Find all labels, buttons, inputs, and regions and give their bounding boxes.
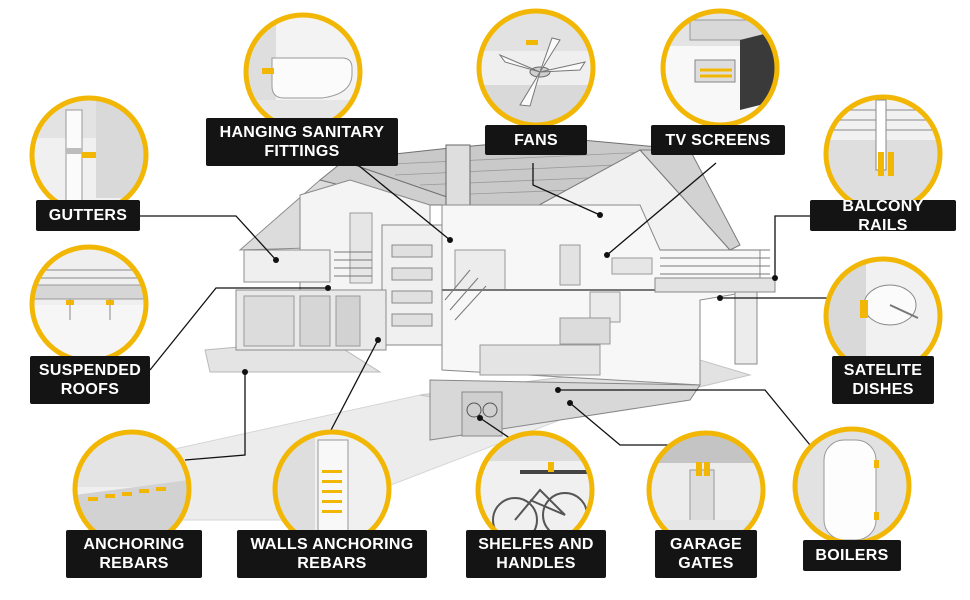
label-text: GUTTERS [48, 207, 128, 224]
label-line: REBARS [297, 555, 367, 572]
fan-detail-icon [476, 8, 596, 128]
label-gutters: GUTTERS [36, 200, 140, 231]
label-line: FITTINGS [264, 143, 340, 160]
label-hanging-sanitary-fittings: HANGING SANITARY FITTINGS [206, 118, 398, 166]
label-line: ANCHORING [83, 536, 185, 553]
label-line: SHELFES AND [478, 536, 594, 553]
label-line: REBARS [99, 555, 169, 572]
label-line: HANDLES [496, 555, 576, 572]
connector-dots [242, 212, 778, 421]
connector-walls-anchoring-rebars [329, 339, 379, 433]
anchoring-rebar-detail-icon [72, 429, 192, 549]
connector-suspended-roofs [149, 287, 328, 371]
connector-tv-screens [606, 162, 717, 256]
label-text: FANS [514, 131, 558, 149]
label-line: GARAGE [669, 536, 743, 553]
label-boilers: BOILERS [803, 540, 901, 571]
balcony-rail-detail-icon [823, 94, 943, 214]
label-text: BOILERS [815, 547, 889, 564]
label-text: TV SCREENS [665, 131, 771, 149]
connector-gutters [140, 215, 277, 261]
label-line: ROOFS [60, 381, 120, 398]
connector-boilers [558, 389, 811, 446]
label-line: GATES [678, 555, 734, 572]
label-shelfes-and-handles: SHELFES AND HANDLES [466, 530, 606, 578]
boiler-detail-icon [792, 426, 912, 546]
label-suspended-roofs: SUSPENDED ROOFS [30, 356, 150, 404]
label-line: HANGING SANITARY [219, 124, 385, 141]
label-fans: FANS [485, 125, 587, 155]
connector-anchoring-rebars [184, 372, 246, 461]
connector-balcony-rails [774, 215, 810, 278]
connector-hanging-sanitary [357, 164, 451, 241]
label-line: WALLS ANCHORING [250, 536, 414, 553]
label-garage-gates: GARAGE GATES [655, 530, 757, 578]
label-anchoring-rebars: ANCHORING REBARS [66, 530, 202, 578]
label-line: DISHES [852, 381, 914, 398]
suspended-roof-detail-icon [29, 244, 149, 364]
label-balcony-rails: BALCONY RAILS [810, 198, 956, 234]
label-walls-anchoring-rebars: WALLS ANCHORING REBARS [237, 530, 427, 578]
label-tv-screens: TV SCREENS [651, 125, 785, 155]
gutter-detail-icon [29, 95, 149, 215]
label-line: SUSPENDED [38, 362, 142, 379]
connector-fans [532, 163, 601, 216]
label-text: BALCONY RAILS [842, 197, 924, 234]
label-satelite-dishes: SATELITE DISHES [832, 356, 934, 404]
tv-mount-detail-icon [660, 8, 780, 128]
label-line: SATELITE [843, 362, 923, 379]
